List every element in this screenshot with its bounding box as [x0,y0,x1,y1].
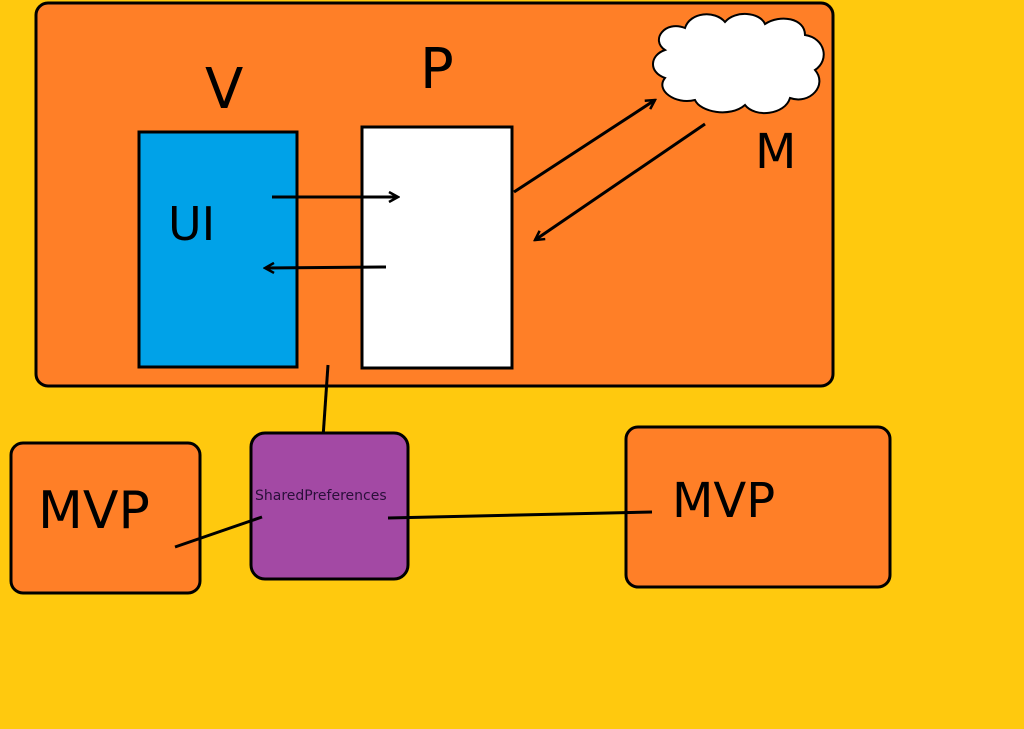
shared-preferences-box [249,431,410,581]
mvp-right-label: MVP [672,473,775,529]
model-label: M [755,124,796,180]
presenter-box [360,125,514,370]
view-box [137,130,299,369]
mvp-right-box [624,425,892,589]
shared-preferences-label: SharedPreferences [255,488,387,504]
prefs-to-right-mvp-line [387,510,653,520]
presenter-to-model-arrow [513,100,655,194]
ui-label: UI [168,197,215,251]
mvp-left-label: MVP [38,481,150,541]
mvp-left-box [9,441,202,595]
presenter-to-view-arrow [265,267,387,268]
view-label: V [205,57,243,122]
cloud-icon [652,13,825,115]
left-mvp-to-prefs-line [174,515,263,549]
model-to-presenter-arrow [535,122,706,240]
presenter-label: P [420,37,454,102]
